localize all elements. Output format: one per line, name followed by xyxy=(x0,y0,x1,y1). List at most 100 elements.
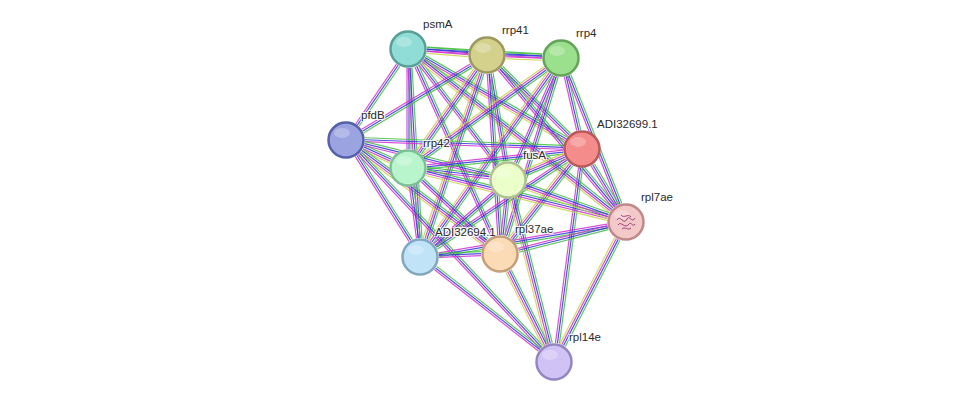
evidence-strand xyxy=(508,271,545,345)
node-disc xyxy=(403,240,438,275)
node-highlight xyxy=(496,168,512,178)
evidence-strand xyxy=(594,164,618,204)
interaction-edge xyxy=(501,199,509,236)
evidence-strand xyxy=(439,256,481,258)
node-circle xyxy=(489,161,527,199)
evidence-strand xyxy=(421,63,609,212)
evidence-strand xyxy=(555,168,578,343)
node-circle xyxy=(389,149,427,187)
node-highlight xyxy=(549,46,565,56)
interaction-edge xyxy=(434,192,496,247)
protein-label: fusA xyxy=(523,149,546,161)
evidence-strand xyxy=(434,270,538,352)
evidence-strand xyxy=(358,155,540,349)
protein-node: rpl7ae xyxy=(607,203,645,241)
structure-squiggle xyxy=(618,223,635,226)
evidence-strand xyxy=(506,53,542,54)
interaction-edge xyxy=(506,53,542,60)
protein-node: rpl14e xyxy=(535,343,573,381)
node-circle xyxy=(327,121,365,159)
evidence-strand xyxy=(439,254,481,256)
evidence-strand xyxy=(559,168,582,343)
protein-node: fusA xyxy=(489,161,527,199)
evidence-strand xyxy=(525,189,607,218)
interaction-edge xyxy=(410,186,421,238)
evidence-strand xyxy=(410,187,417,238)
protein-node: rpl37ae xyxy=(481,235,519,273)
evidence-strand xyxy=(422,62,610,211)
protein-label: pfdB xyxy=(361,109,385,121)
evidence-strand xyxy=(359,66,400,126)
evidence-strand xyxy=(439,252,481,254)
protein-node: ADI32694.1 xyxy=(401,238,439,276)
evidence-strand xyxy=(506,57,542,58)
evidence-strand xyxy=(526,187,608,216)
node-highlight xyxy=(542,350,558,360)
node-disc xyxy=(544,41,579,76)
evidence-strand xyxy=(560,238,615,344)
protein-node: rrp42 xyxy=(389,149,427,187)
evidence-strand xyxy=(406,68,407,149)
interaction-edge xyxy=(356,64,400,126)
protein-label: rpl37ae xyxy=(515,223,553,235)
evidence-strand xyxy=(562,238,617,344)
node-disc xyxy=(537,345,572,380)
evidence-strand xyxy=(365,142,563,150)
protein-label: rpl7ae xyxy=(641,191,673,203)
evidence-strand xyxy=(505,199,509,235)
node-circle xyxy=(468,36,506,74)
interaction-edge xyxy=(434,266,541,351)
protein-label: rrp41 xyxy=(502,24,529,36)
evidence-strand xyxy=(516,198,553,343)
node-circle xyxy=(607,203,645,241)
evidence-strand xyxy=(514,198,551,343)
interaction-edge xyxy=(506,270,548,347)
evidence-strand xyxy=(435,159,565,246)
evidence-strand xyxy=(427,53,468,56)
protein-node: rrp4 xyxy=(542,39,580,77)
evidence-strand xyxy=(501,199,505,235)
evidence-strand xyxy=(424,60,612,209)
protein-label: rrp42 xyxy=(423,137,450,149)
protein-label: psmA xyxy=(423,18,452,30)
structure-squiggle xyxy=(621,215,631,217)
evidence-strand xyxy=(503,199,507,235)
interaction-edge xyxy=(439,252,481,258)
evidence-strand xyxy=(436,195,495,247)
protein-node: ADI32699.1 xyxy=(563,130,601,168)
evidence-strand xyxy=(506,55,542,56)
interaction-edge xyxy=(591,164,619,207)
evidence-strand xyxy=(565,240,620,346)
evidence-strand xyxy=(564,239,619,345)
node-disc xyxy=(609,205,644,240)
node-circle xyxy=(401,238,439,276)
node-highlight xyxy=(614,210,630,220)
protein-structure-icon xyxy=(617,215,635,229)
protein-node: psmA xyxy=(389,30,427,68)
interaction-edge xyxy=(525,184,609,219)
node-disc xyxy=(483,237,518,272)
node-highlight xyxy=(396,37,412,47)
interaction-edge xyxy=(365,138,563,150)
node-disc xyxy=(329,123,364,158)
node-circle xyxy=(535,343,573,381)
node-circle xyxy=(389,30,427,68)
interaction-edge xyxy=(560,238,620,347)
protein-node: pfdB xyxy=(327,121,365,159)
evidence-strand xyxy=(510,199,547,344)
protein-label: ADI32694.1 xyxy=(435,226,496,238)
node-disc xyxy=(391,151,426,186)
node-circle xyxy=(563,130,601,168)
evidence-strand xyxy=(425,58,613,207)
node-circle xyxy=(542,39,580,77)
structure-squiggle xyxy=(622,228,631,229)
node-disc xyxy=(565,132,600,167)
evidence-strand xyxy=(506,272,543,346)
node-highlight xyxy=(408,245,424,255)
node-disc xyxy=(470,38,505,73)
evidence-strand xyxy=(557,168,580,343)
evidence-strand xyxy=(365,140,563,148)
evidence-strand xyxy=(361,152,543,346)
